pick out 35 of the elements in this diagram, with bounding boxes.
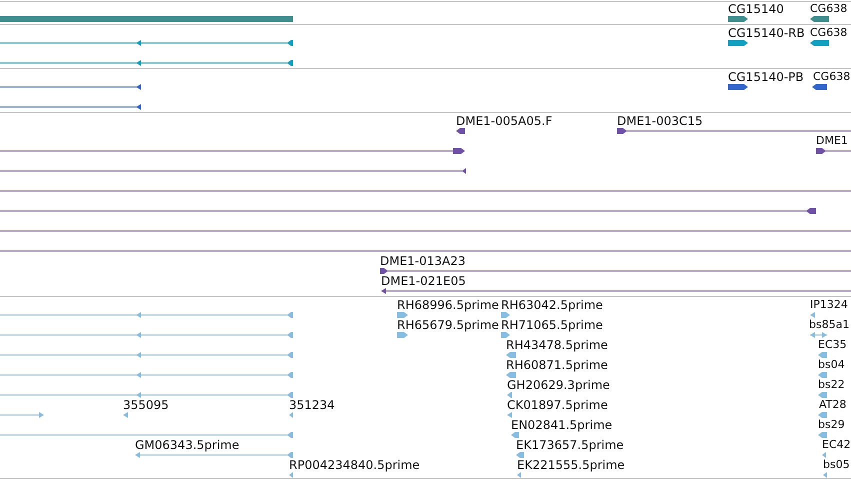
feature-label: DME1: [816, 134, 848, 148]
feature-label: EK221555.5prime: [517, 458, 625, 472]
feature-label: bs05: [823, 458, 850, 472]
feature-label: IP1324: [810, 298, 848, 312]
feature-label: RH63042.5prime: [501, 298, 603, 312]
feature-label: DME1-013A23: [380, 254, 466, 268]
feature-label: AT28: [819, 398, 846, 412]
feature-label: CG638: [813, 70, 850, 84]
feature-label: 355095: [123, 398, 169, 412]
feature-label: CG15140: [728, 2, 784, 16]
feature-label: EN02841.5prime: [511, 418, 612, 432]
feature-label: CG15140-PB: [728, 70, 804, 84]
feature-label: CG15140-RB: [728, 26, 805, 40]
feature-label: RH60871.5prime: [506, 358, 608, 372]
feature-label: DME1-005A05.F: [456, 114, 552, 128]
feature-label: RH43478.5prime: [506, 338, 608, 352]
feature-label: RP004234840.5prime: [289, 458, 420, 472]
feature-label: CG638: [810, 2, 848, 16]
feature-label: bs85a1: [809, 318, 850, 332]
feature-label: RH68996.5prime: [397, 298, 499, 312]
feature-label: bs04: [818, 358, 845, 372]
feature-label: GM06343.5prime: [135, 438, 240, 452]
feature-label: RH65679.5prime: [397, 318, 499, 332]
feature-label: EK173657.5prime: [516, 438, 624, 452]
feature-label: DME1-003C15: [617, 114, 703, 128]
feature-label: EC42: [822, 438, 851, 452]
feature-label: bs29: [818, 418, 845, 432]
feature-label: CG638: [810, 26, 848, 40]
feature-label: DME1-021E05: [381, 274, 466, 288]
feature-label: RH71065.5prime: [501, 318, 603, 332]
feature-label: CK01897.5prime: [507, 398, 608, 412]
feature-label: GH20629.3prime: [507, 378, 610, 392]
feature-label: bs22: [818, 378, 845, 392]
feature-label: 351234: [289, 398, 335, 412]
feature-label: EC35: [818, 338, 847, 352]
